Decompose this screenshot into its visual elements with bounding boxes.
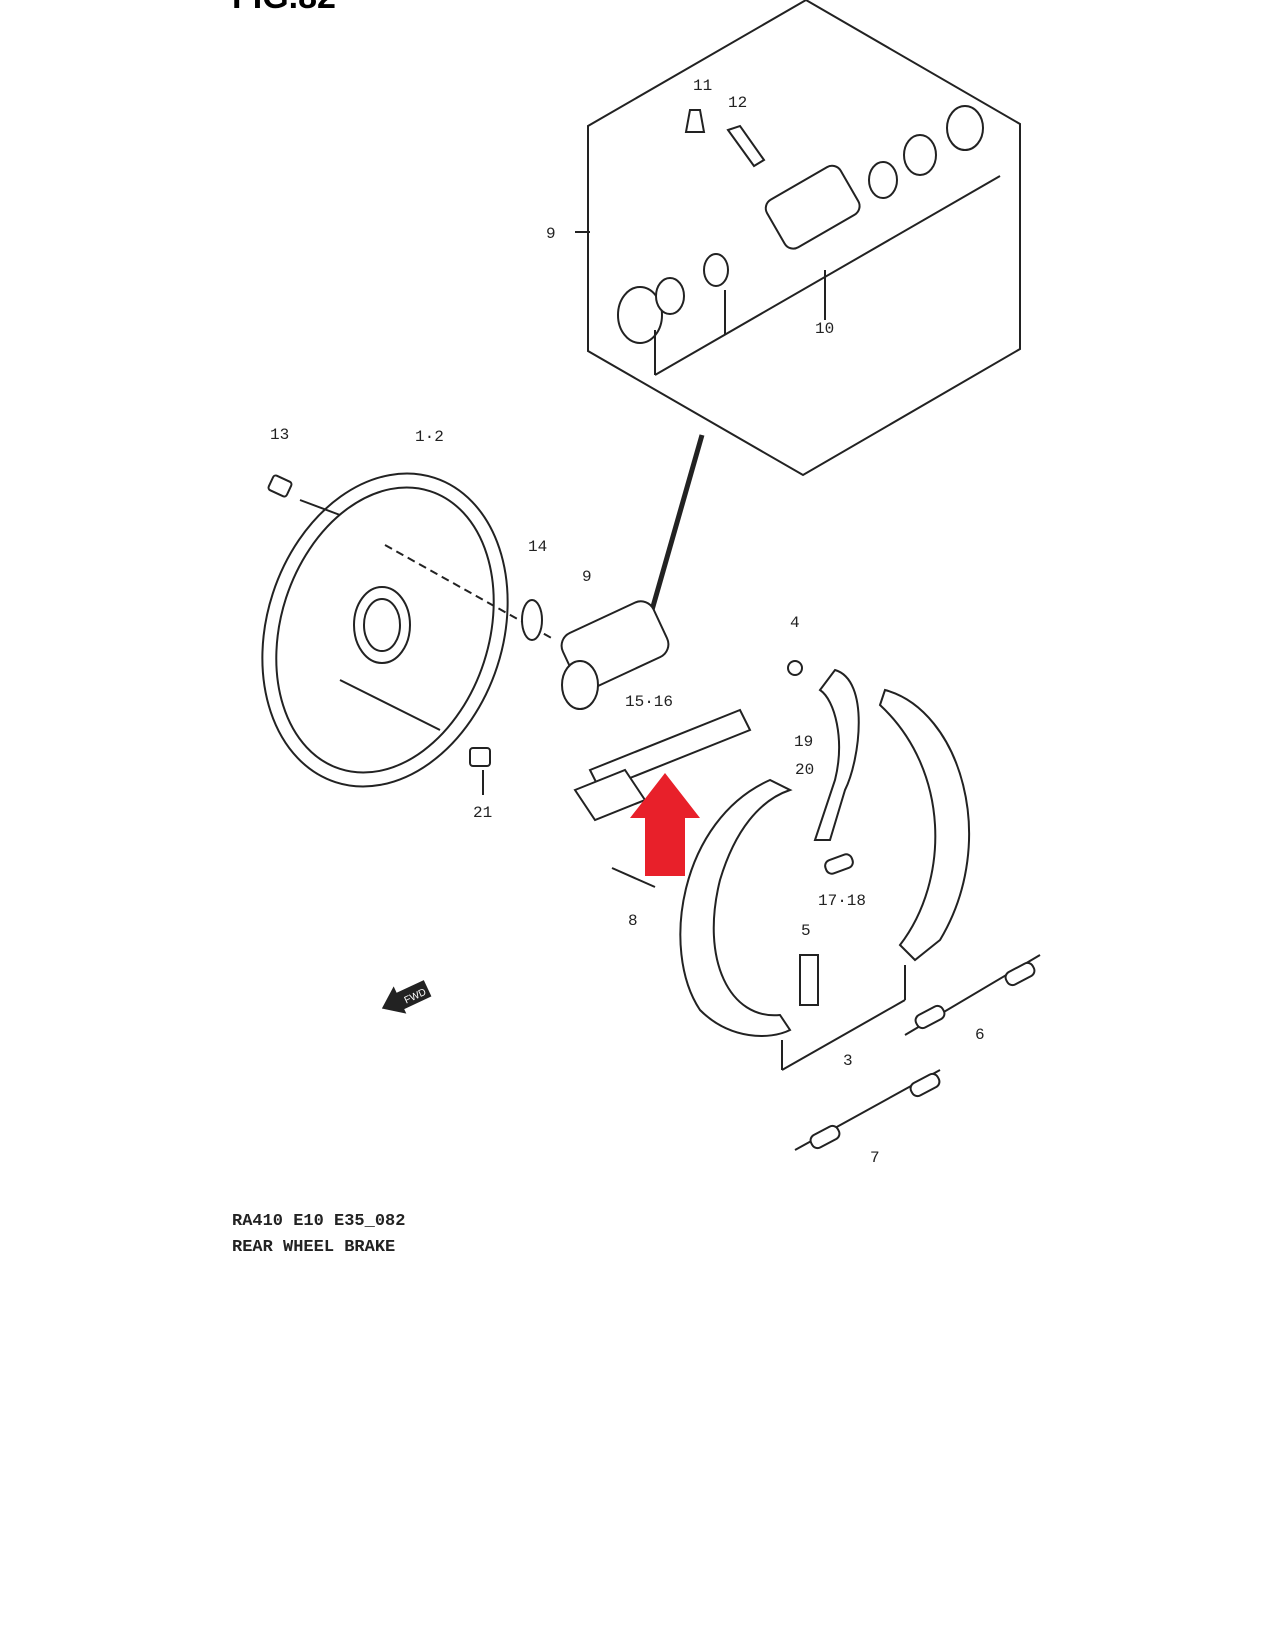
- leader-bold: [649, 434, 705, 611]
- callout-4: 4: [790, 614, 800, 632]
- wheel-cylinder: [521, 599, 670, 710]
- callout-3: 3: [843, 1052, 853, 1070]
- callout-10: 10: [815, 320, 834, 338]
- caption-code: RA410 E10 E35_082: [232, 1212, 406, 1231]
- callout-15-16: 15·16: [625, 693, 673, 711]
- bolt-21: [469, 747, 491, 795]
- callout-1-2: 1·2: [415, 428, 444, 446]
- backing-plate: [261, 472, 556, 788]
- callout-9-cylinder: 9: [582, 568, 592, 586]
- callout-21: 21: [473, 804, 492, 822]
- wheel-cylinder-detail-box: [587, 0, 1021, 477]
- bolt-13: [267, 474, 341, 516]
- callout-19: 19: [794, 733, 813, 751]
- callout-17-18: 17·18: [818, 892, 866, 910]
- fwd-direction-arrow: FWD: [381, 980, 432, 1014]
- callout-12: 12: [728, 94, 747, 112]
- adjuster-lever-15-16: [573, 708, 752, 822]
- callout-labels: 11 12 9 10 13 1·2 14 9 4 15·16 19 20 21 …: [270, 77, 985, 1167]
- highlight-arrow: [630, 773, 700, 876]
- callout-11: 11: [693, 77, 712, 95]
- wheel-cylinder-exploded: [575, 105, 1001, 376]
- callout-6: 6: [975, 1026, 985, 1044]
- figure-title: FIG.82: [232, 0, 336, 16]
- callout-13: 13: [270, 426, 289, 444]
- brake-shoes: [679, 668, 970, 1071]
- callout-14: 14: [528, 538, 547, 556]
- callout-9: 9: [546, 225, 556, 243]
- caption-title: REAR WHEEL BRAKE: [232, 1238, 396, 1257]
- callout-7: 7: [870, 1149, 880, 1167]
- springs: [611, 660, 1041, 1151]
- callout-20: 20: [795, 761, 814, 779]
- callout-5: 5: [801, 922, 811, 940]
- callout-8: 8: [628, 912, 638, 930]
